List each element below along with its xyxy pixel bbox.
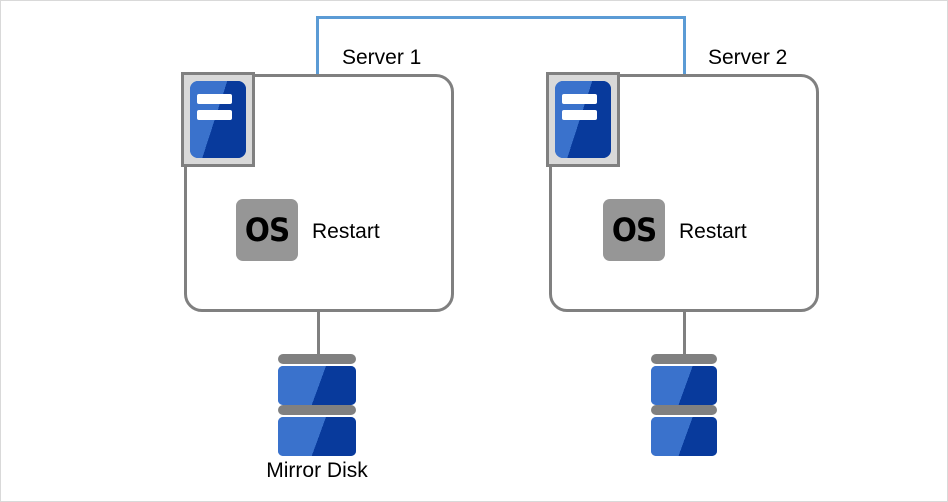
disk-1-bar-top xyxy=(278,354,356,364)
interconnect-top-horizontal xyxy=(316,16,686,19)
server-1-disk-wire xyxy=(317,312,320,360)
disk-1-platter-1 xyxy=(278,366,356,405)
disk-1-platter-2 xyxy=(278,417,356,456)
server-1-os-chip: OS xyxy=(236,199,298,261)
disk-1-platter-2-shading xyxy=(278,417,356,456)
disk-1-label: Mirror Disk xyxy=(266,459,368,482)
server-1-os-chip-label: OS xyxy=(244,211,290,249)
server-2-disk-wire xyxy=(683,312,686,360)
server-2-label: Server 2 xyxy=(708,46,788,69)
disk-1-bar-middle xyxy=(278,405,356,415)
disk-1-platter-1-shading xyxy=(278,366,356,405)
server-2-box[interactable] xyxy=(549,74,819,312)
server-rack-icon-slot-1 xyxy=(562,94,597,105)
disk-2 xyxy=(651,354,717,456)
server-rack-icon-slot-1 xyxy=(197,94,232,105)
server-1-label: Server 1 xyxy=(342,46,422,69)
server-2-os-chip-label: OS xyxy=(611,211,657,249)
interconnect-right-vertical xyxy=(683,16,686,74)
disk-2-platter-1 xyxy=(651,366,717,405)
server-2-os-chip: OS xyxy=(603,199,665,261)
disk-2-platter-1-shading xyxy=(651,366,717,405)
server-rack-icon-body xyxy=(190,81,246,158)
server-2-status-label: Restart xyxy=(679,220,747,243)
server-rack-icon-slot-2 xyxy=(562,110,597,121)
server-1-status-label: Restart xyxy=(312,220,380,243)
server-rack-icon xyxy=(181,72,255,167)
disk-2-bar-middle xyxy=(651,405,717,415)
disk-2-bar-top xyxy=(651,354,717,364)
server-rack-icon-body xyxy=(555,81,611,158)
interconnect-left-vertical xyxy=(316,16,319,74)
server-rack-icon-slot-2 xyxy=(197,110,232,121)
disk-2-platter-2-shading xyxy=(651,417,717,456)
disk-1 xyxy=(278,354,356,456)
server-rack-icon xyxy=(546,72,620,167)
disk-2-platter-2 xyxy=(651,417,717,456)
